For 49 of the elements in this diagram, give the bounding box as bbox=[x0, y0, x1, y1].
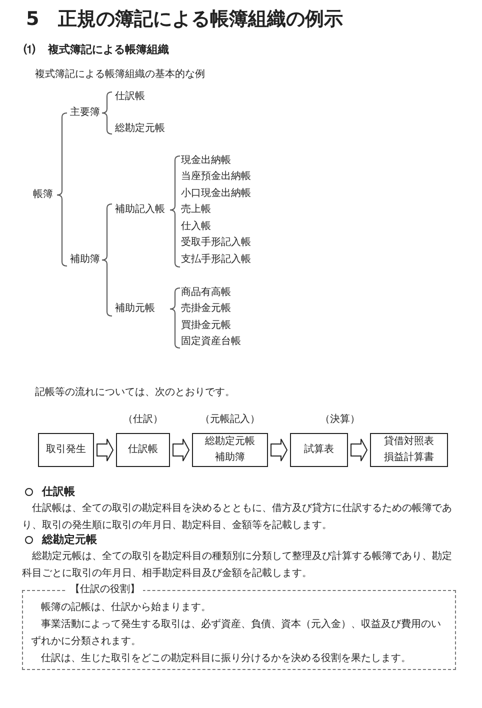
stage-label: （元帳記入） bbox=[200, 413, 260, 427]
label: 支払手形記入帳 bbox=[181, 253, 251, 267]
block-arrow bbox=[172, 438, 190, 462]
label: 総勘定元帳 bbox=[115, 122, 165, 136]
heading: 総勘定元帳 bbox=[42, 533, 97, 547]
note-paragraph: 事業活動によって発生する取引は、必ず資産、負債、資本（元入金）、収益及び費用のいずれかに分類されます。 bbox=[31, 618, 442, 649]
label: 売上帳 bbox=[181, 203, 211, 217]
label: 売掛金元帳 bbox=[181, 302, 231, 316]
process-box bbox=[192, 433, 268, 467]
label: 補助元帳 bbox=[115, 302, 155, 316]
label: 帳簿 bbox=[33, 188, 53, 202]
paragraph: 仕訳帳は、全ての取引の勘定科目を決めるとともに、借方及び貸方に仕訳するための帳簿であり、取引の発生順に取引の年月日、勘定科目、金額等を記載します。 bbox=[22, 502, 453, 532]
paragraph: 総勘定元帳は、全ての取引を勘定科目の種類別に分類して整理及び計算する帳簿であり、勘定科目ごとに取引の年月日、相手勘定科目及び金額を記載します。 bbox=[22, 550, 453, 580]
block-arrow bbox=[270, 438, 288, 462]
label: 補助簿 bbox=[70, 253, 100, 267]
label: 商品有高帳 bbox=[181, 286, 231, 300]
box-text: 補助簿 bbox=[215, 450, 245, 465]
process-box bbox=[290, 433, 348, 467]
heading: 複式簿記による帳簿組織 bbox=[48, 43, 169, 57]
process-box bbox=[116, 433, 170, 467]
label: 主要簿 bbox=[70, 106, 100, 120]
process-box bbox=[38, 433, 94, 467]
block-arrow bbox=[96, 438, 114, 462]
box-text: 貸借対照表 bbox=[384, 434, 434, 449]
label: 当座預金出納帳 bbox=[181, 170, 251, 184]
label: 記帳等の流れについては、次のとおりです。 bbox=[35, 386, 235, 400]
heading: 仕訳帳 bbox=[42, 485, 75, 499]
label: 小口現金出納帳 bbox=[181, 187, 251, 201]
box-text: 取引発生 bbox=[46, 442, 86, 457]
box-text: 損益計算書 bbox=[384, 450, 434, 465]
box-text: 試算表 bbox=[304, 442, 334, 457]
block-arrow bbox=[350, 438, 368, 462]
note-paragraph: 仕訳は、生じた取引をどこの勘定科目に振り分けるかを決める役割を果たします。 bbox=[40, 652, 412, 666]
label: 現金出納帳 bbox=[181, 154, 231, 168]
stage-label: （仕訳） bbox=[123, 413, 163, 427]
box-text: 総勘定元帳 bbox=[205, 434, 255, 449]
label: 仕訳帳 bbox=[115, 90, 145, 104]
label: 買掛金元帳 bbox=[181, 319, 231, 333]
label: 受取手形記入帳 bbox=[181, 236, 251, 250]
page-title: 5 正規の簿記による帳簿組織の例示 bbox=[26, 7, 344, 32]
box-text: 仕訳帳 bbox=[128, 442, 158, 457]
label: （決算） bbox=[320, 413, 360, 427]
note-paragraph: 帳簿の記帳は、仕訳から始まります。 bbox=[40, 600, 212, 615]
process-box bbox=[370, 433, 448, 467]
label: 仕入帳 bbox=[181, 220, 211, 234]
heading: ⑴ bbox=[24, 43, 35, 57]
label: 固定資産台帳 bbox=[181, 335, 241, 349]
label: 補助記入帳 bbox=[115, 203, 165, 217]
label: 複式簿記による帳簿組織の基本的な例 bbox=[35, 68, 205, 82]
